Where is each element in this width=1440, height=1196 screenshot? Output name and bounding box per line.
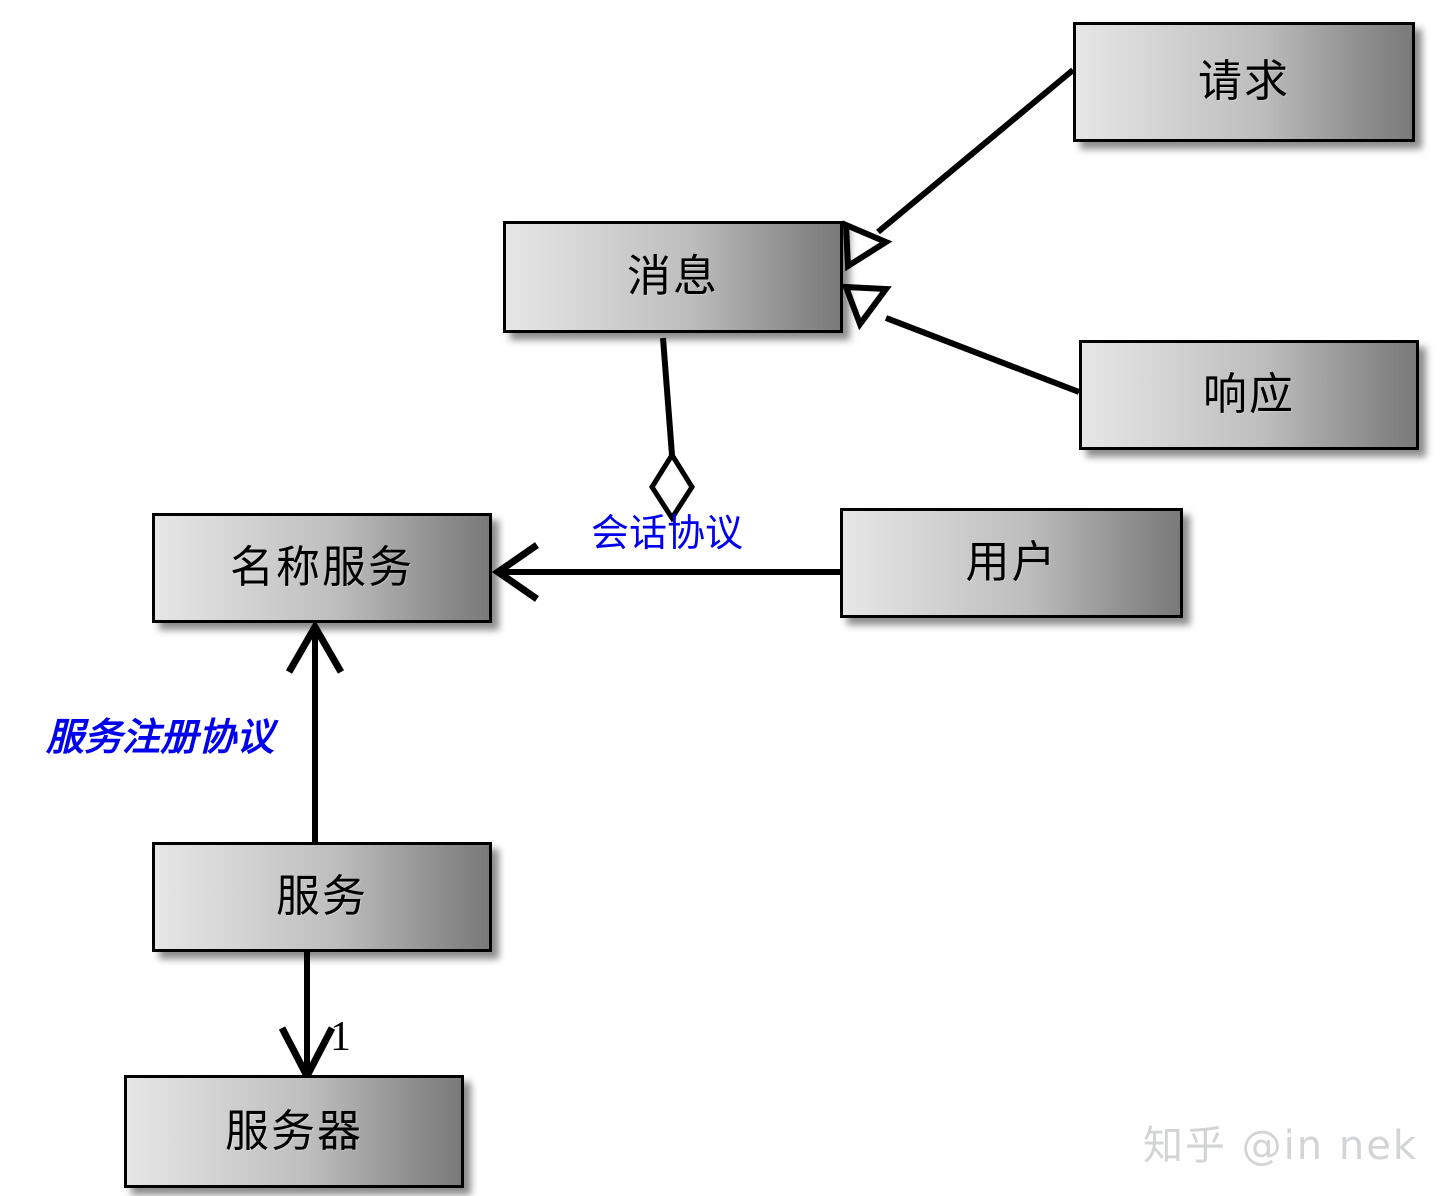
node-request[interactable]: 请求 [1073,22,1415,142]
node-message[interactable]: 消息 [503,221,843,333]
node-label-message: 消息 [627,251,719,302]
node-label-request: 请求 [1198,56,1290,107]
node-service[interactable]: 服务 [152,842,492,952]
node-label-response: 响应 [1203,369,1295,420]
edge-label-server-multiplicity: 1 [330,1014,351,1060]
edge-response-generalizes-message [841,283,1081,395]
node-label-server: 服务器 [225,1105,363,1157]
node-server[interactable]: 服务器 [124,1075,464,1188]
edge-label-session-protocol: 会话协议 [591,511,744,555]
watermark: 知乎 @in nek [1142,1123,1418,1169]
node-label-user: 用户 [965,537,1058,588]
edge-request-generalizes-message [842,67,1075,272]
edge-label-service-registration-protocol: 服务注册协议 [46,715,275,759]
node-label-name-service: 名称服务 [230,542,414,593]
node-label-service: 服务 [276,871,368,922]
node-response[interactable]: 响应 [1079,340,1419,450]
node-user[interactable]: 用户 [840,508,1183,618]
node-name-service[interactable]: 名称服务 [152,513,492,623]
edge-service-to-server [278,952,336,1084]
edge-message-aggregation [649,337,695,523]
